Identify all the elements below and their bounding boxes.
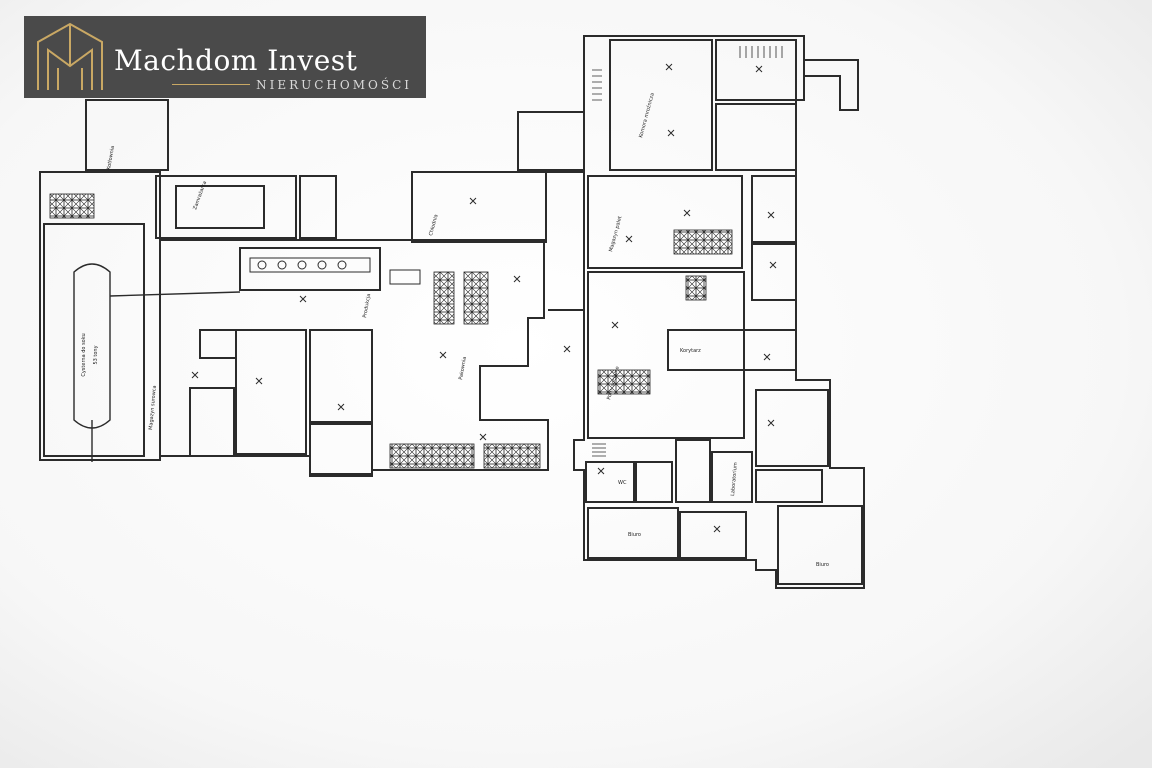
freezer-inner xyxy=(175,185,265,229)
label-production: Produkcja xyxy=(362,293,372,318)
brand-rule xyxy=(172,84,250,85)
freezer-room xyxy=(155,175,297,239)
juice-tank xyxy=(73,263,241,462)
corridor-right xyxy=(667,329,797,371)
left-wing-outline xyxy=(39,171,161,461)
top-left-notch xyxy=(517,111,585,171)
room-mid-1 xyxy=(309,329,373,423)
label-packing: Pakownia xyxy=(458,356,468,380)
brand-name: Machdom Invest xyxy=(114,44,358,77)
rack-g xyxy=(389,443,475,469)
top-big-room xyxy=(609,39,713,171)
storage-racks xyxy=(49,193,733,469)
corridor-1 xyxy=(235,329,307,455)
side-room-1 xyxy=(751,175,797,243)
label-corridor: Korytarz xyxy=(680,348,701,354)
rack-a xyxy=(49,193,95,219)
storage-room-a xyxy=(587,175,743,269)
tank-label: Cysterna do soku xyxy=(81,333,87,376)
room-left-small xyxy=(199,329,237,359)
walls xyxy=(39,35,865,589)
rack-c xyxy=(463,271,489,325)
brand-tagline: NIERUCHOMOŚCI xyxy=(256,78,412,92)
right-balcony xyxy=(804,59,859,111)
top-right-small xyxy=(715,39,797,101)
office-room-1 xyxy=(587,507,679,559)
office-room-2 xyxy=(679,511,747,559)
label-boiler: Kotłownia xyxy=(106,145,116,170)
left-top-annex xyxy=(85,99,169,171)
rack-f xyxy=(597,369,651,395)
rack-h xyxy=(483,443,541,469)
upper-mid-room xyxy=(411,171,547,243)
tank-room xyxy=(43,223,145,457)
side-room-2 xyxy=(751,243,797,301)
label-office-2: Biuro xyxy=(816,562,829,568)
small-stair-room xyxy=(755,469,823,503)
rack-b xyxy=(433,271,455,325)
top-right-room xyxy=(715,103,797,171)
logo-banner: Machdom Invest NIERUCHOMOŚCI xyxy=(24,16,426,98)
lab-room-2 xyxy=(711,451,753,503)
wc-2 xyxy=(635,461,673,503)
room-left-stack xyxy=(189,387,235,457)
room-lower-right xyxy=(755,389,829,467)
label-lab: Laboratorium xyxy=(730,462,739,496)
production-line xyxy=(239,247,381,291)
rack-d xyxy=(673,229,733,255)
small-room-top xyxy=(299,175,337,239)
office-room-3 xyxy=(777,505,863,585)
tank-volume-label: 53 tony xyxy=(93,345,99,364)
production-machines xyxy=(249,257,421,285)
storage-room-b xyxy=(587,271,745,439)
label-cold-store: Chłodnia xyxy=(428,214,439,237)
label-office-1: Biuro xyxy=(628,532,641,538)
label-wc: WC xyxy=(618,480,627,486)
room-mid-2 xyxy=(309,423,373,475)
rack-e xyxy=(685,275,707,301)
light-fixtures xyxy=(191,63,777,533)
wc-1 xyxy=(585,461,635,503)
stairs xyxy=(592,46,783,457)
lab-room xyxy=(675,439,711,503)
house-logo-icon xyxy=(37,22,103,90)
label-storage-ingredients: Magazyn surowca xyxy=(148,385,158,430)
